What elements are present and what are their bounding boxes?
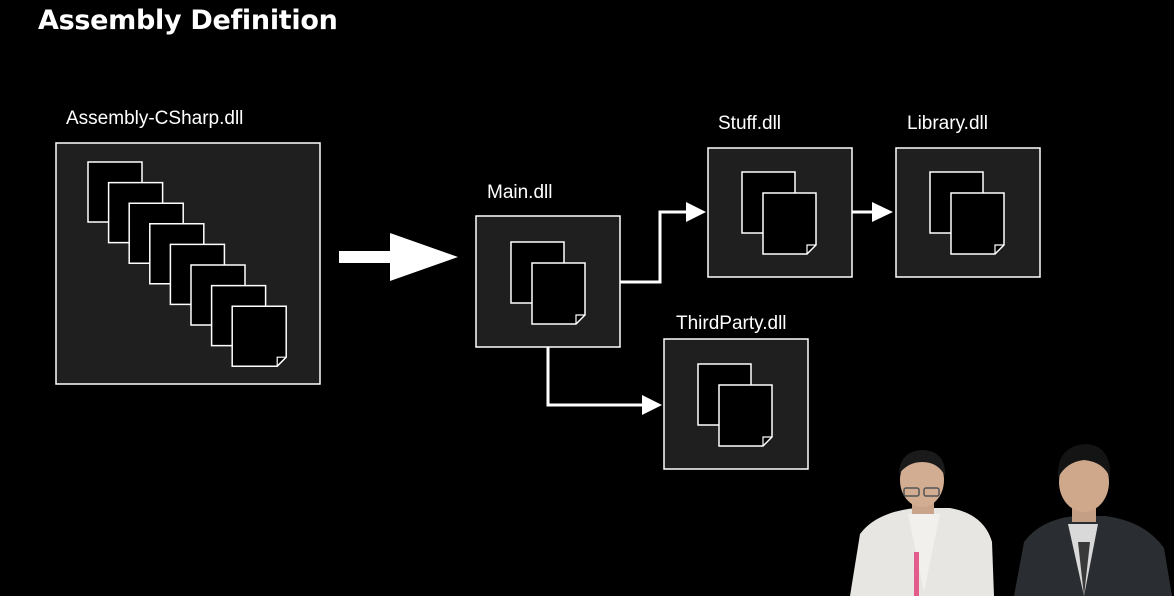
edge-main-to-stuff [620, 202, 706, 284]
file-icon [231, 305, 287, 367]
edge-assembly-to-main [339, 233, 458, 281]
edge-main-to-thirdparty [546, 347, 662, 415]
file-icons-main [510, 241, 586, 325]
label-main: Main.dll [487, 182, 553, 203]
file-fold [762, 436, 772, 446]
file-icon [718, 384, 773, 447]
presenter-left [850, 450, 994, 596]
file-fold [994, 244, 1004, 254]
file-fold [276, 356, 287, 367]
label-thirdparty: ThirdParty.dll [676, 313, 787, 334]
file-icons-assembly-csharp [87, 161, 287, 367]
file-icon [762, 192, 817, 255]
label-assembly-csharp: Assembly-CSharp.dll [66, 108, 244, 129]
slide-title: Assembly Definition [38, 5, 338, 36]
label-stuff: Stuff.dll [718, 113, 782, 134]
file-icons-thirdparty [697, 363, 773, 447]
presenter-right [1014, 444, 1172, 596]
edge-stuff-to-library [852, 202, 893, 222]
presenters-illustration [850, 444, 1172, 596]
label-library: Library.dll [907, 113, 988, 134]
file-icons-library [929, 171, 1005, 255]
file-icon [950, 192, 1005, 255]
file-icon [531, 262, 586, 325]
presenters-video-overlay [846, 432, 1174, 596]
file-fold [806, 244, 816, 254]
file-icons-stuff [741, 171, 817, 255]
file-fold [575, 314, 585, 324]
